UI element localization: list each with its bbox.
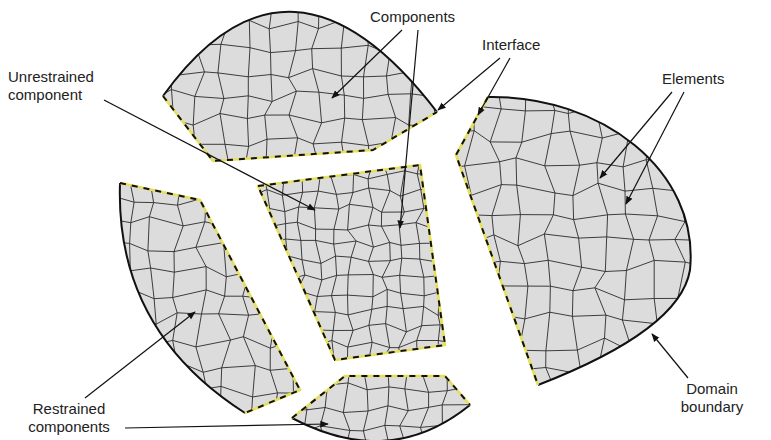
callout-label: Components xyxy=(370,8,455,26)
callout-label: Unrestrained component xyxy=(8,68,108,104)
domain-boundary-line xyxy=(120,12,691,440)
element-mesh xyxy=(283,363,509,440)
interface-line xyxy=(120,96,538,418)
interface-dash xyxy=(120,96,538,418)
callout-label: Domain boundary xyxy=(672,380,752,416)
element-mesh xyxy=(246,154,475,401)
element-mesh xyxy=(440,78,736,429)
leader-lines xyxy=(85,30,688,428)
callout-label: Restrained components xyxy=(14,400,124,436)
callout-label: Interface xyxy=(482,36,540,54)
callout-label: Elements xyxy=(662,70,725,88)
